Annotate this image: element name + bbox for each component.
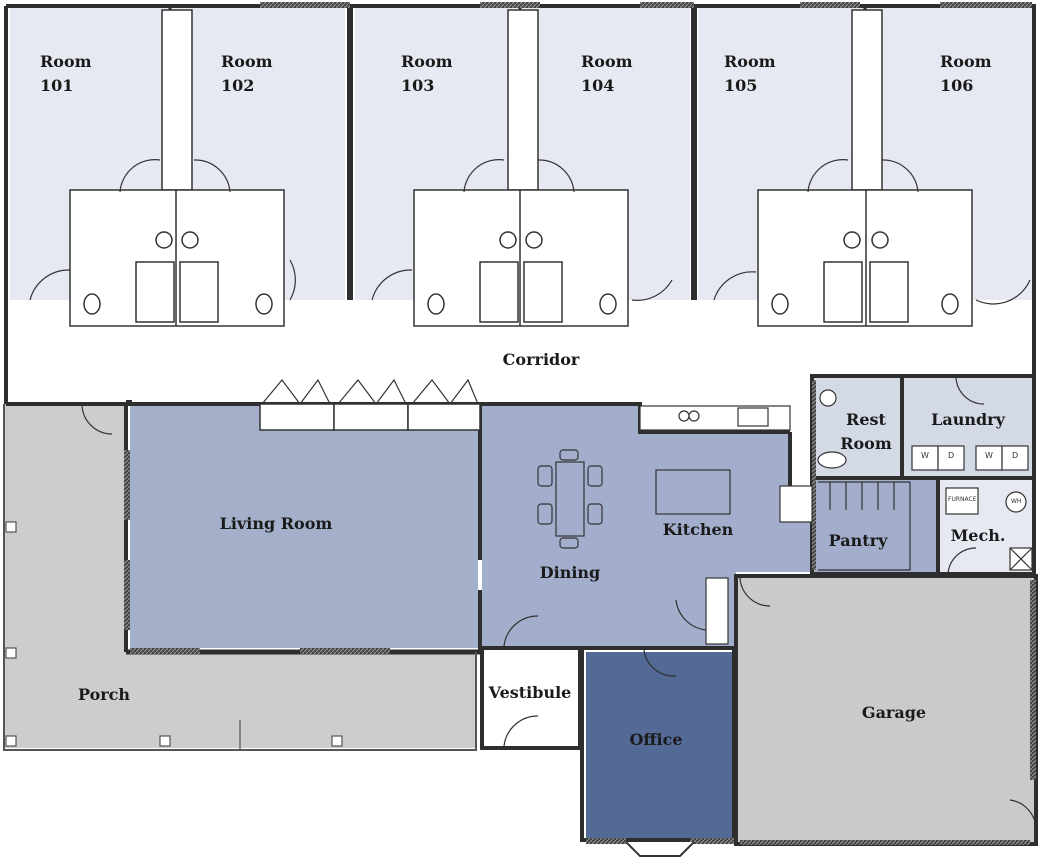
- corridor-label: Corridor: [502, 350, 580, 369]
- shower-102: [179, 261, 219, 323]
- toilet-105: [771, 293, 789, 315]
- shower-103: [479, 261, 519, 323]
- dining-label: Dining: [539, 563, 601, 582]
- shower-105: [823, 261, 863, 323]
- sink-106: [871, 231, 889, 249]
- toilet-101: [83, 293, 101, 315]
- plumbing-chase-c: [851, 9, 883, 191]
- dryer-1: [937, 445, 965, 471]
- living-closets: [259, 403, 481, 431]
- doors: [29, 159, 1037, 831]
- bath-block-c: [757, 189, 973, 327]
- room-102-label: Room 102: [221, 52, 273, 95]
- office-bay-window: [625, 841, 695, 857]
- dining-table: [537, 449, 603, 549]
- sink-102: [181, 231, 199, 249]
- shower-106: [869, 261, 909, 323]
- room-103-label: Room 103: [401, 52, 453, 95]
- plumbing-chase-a: [161, 9, 193, 191]
- room-101-label: Room 101: [40, 52, 92, 95]
- room-104-label: Room 104: [581, 52, 633, 95]
- porch-floor: [4, 402, 476, 748]
- rest-room-toilet: [817, 451, 847, 469]
- porch-label: Porch: [77, 685, 131, 704]
- office-floor: [586, 652, 732, 838]
- furnace: [945, 487, 979, 515]
- room-105-label: Room 105: [724, 52, 776, 95]
- water-heater-tag: WH: [1011, 498, 1022, 505]
- toilet-104: [599, 293, 617, 315]
- room-106-label: Room 106: [940, 52, 992, 95]
- vestibule-label: Vestibule: [488, 683, 572, 702]
- sink-103: [499, 231, 517, 249]
- washer-1-tag: W: [921, 451, 929, 460]
- vestibule-floor: [484, 650, 580, 746]
- water-heater: [1005, 491, 1027, 513]
- bath-block-b: [413, 189, 629, 327]
- rest-room-sink: [819, 389, 837, 407]
- living-room-label: Living Room: [219, 514, 333, 533]
- garage-floor: [736, 578, 1036, 842]
- shower-104: [523, 261, 563, 323]
- washer-2-tag: W: [985, 451, 993, 460]
- dryer-2: [1001, 445, 1029, 471]
- washer-1: [911, 445, 939, 471]
- plumbing-chase-b: [507, 9, 539, 191]
- wall-hatch: [124, 2, 1036, 845]
- porch-posts: [5, 521, 343, 750]
- kitchen-island: [655, 469, 731, 515]
- toilet-102: [255, 293, 273, 315]
- garage-walls: [734, 574, 1038, 846]
- dryer-2-tag: D: [1012, 451, 1019, 460]
- furnace-tag: FURNACE: [948, 496, 977, 503]
- sink-101: [155, 231, 173, 249]
- toilet-103: [427, 293, 445, 315]
- washer-2: [975, 445, 1003, 471]
- sink-104: [525, 231, 543, 249]
- guest-bath-fixtures: [69, 9, 973, 327]
- pantry-stairs: [818, 481, 911, 571]
- office-label: Office: [629, 730, 683, 749]
- toilet-106: [941, 293, 959, 315]
- kitchen-fixtures: [639, 405, 813, 645]
- dryer-1-tag: D: [948, 451, 955, 460]
- utility-fixtures: [817, 389, 1033, 571]
- bath-block-a: [69, 189, 285, 327]
- garage-label: Garage: [861, 703, 927, 722]
- laundry-label: Laundry: [931, 410, 1005, 429]
- sink-105: [843, 231, 861, 249]
- pantry-label: Pantry: [828, 531, 888, 550]
- shower-101: [135, 261, 175, 323]
- living-room-floor: [130, 404, 478, 648]
- mech-label: Mech.: [950, 526, 1006, 545]
- rest-room-label: Rest Room: [840, 410, 892, 453]
- kitchen-east-wall: [788, 432, 812, 492]
- kitchen-label: Kitchen: [662, 520, 734, 539]
